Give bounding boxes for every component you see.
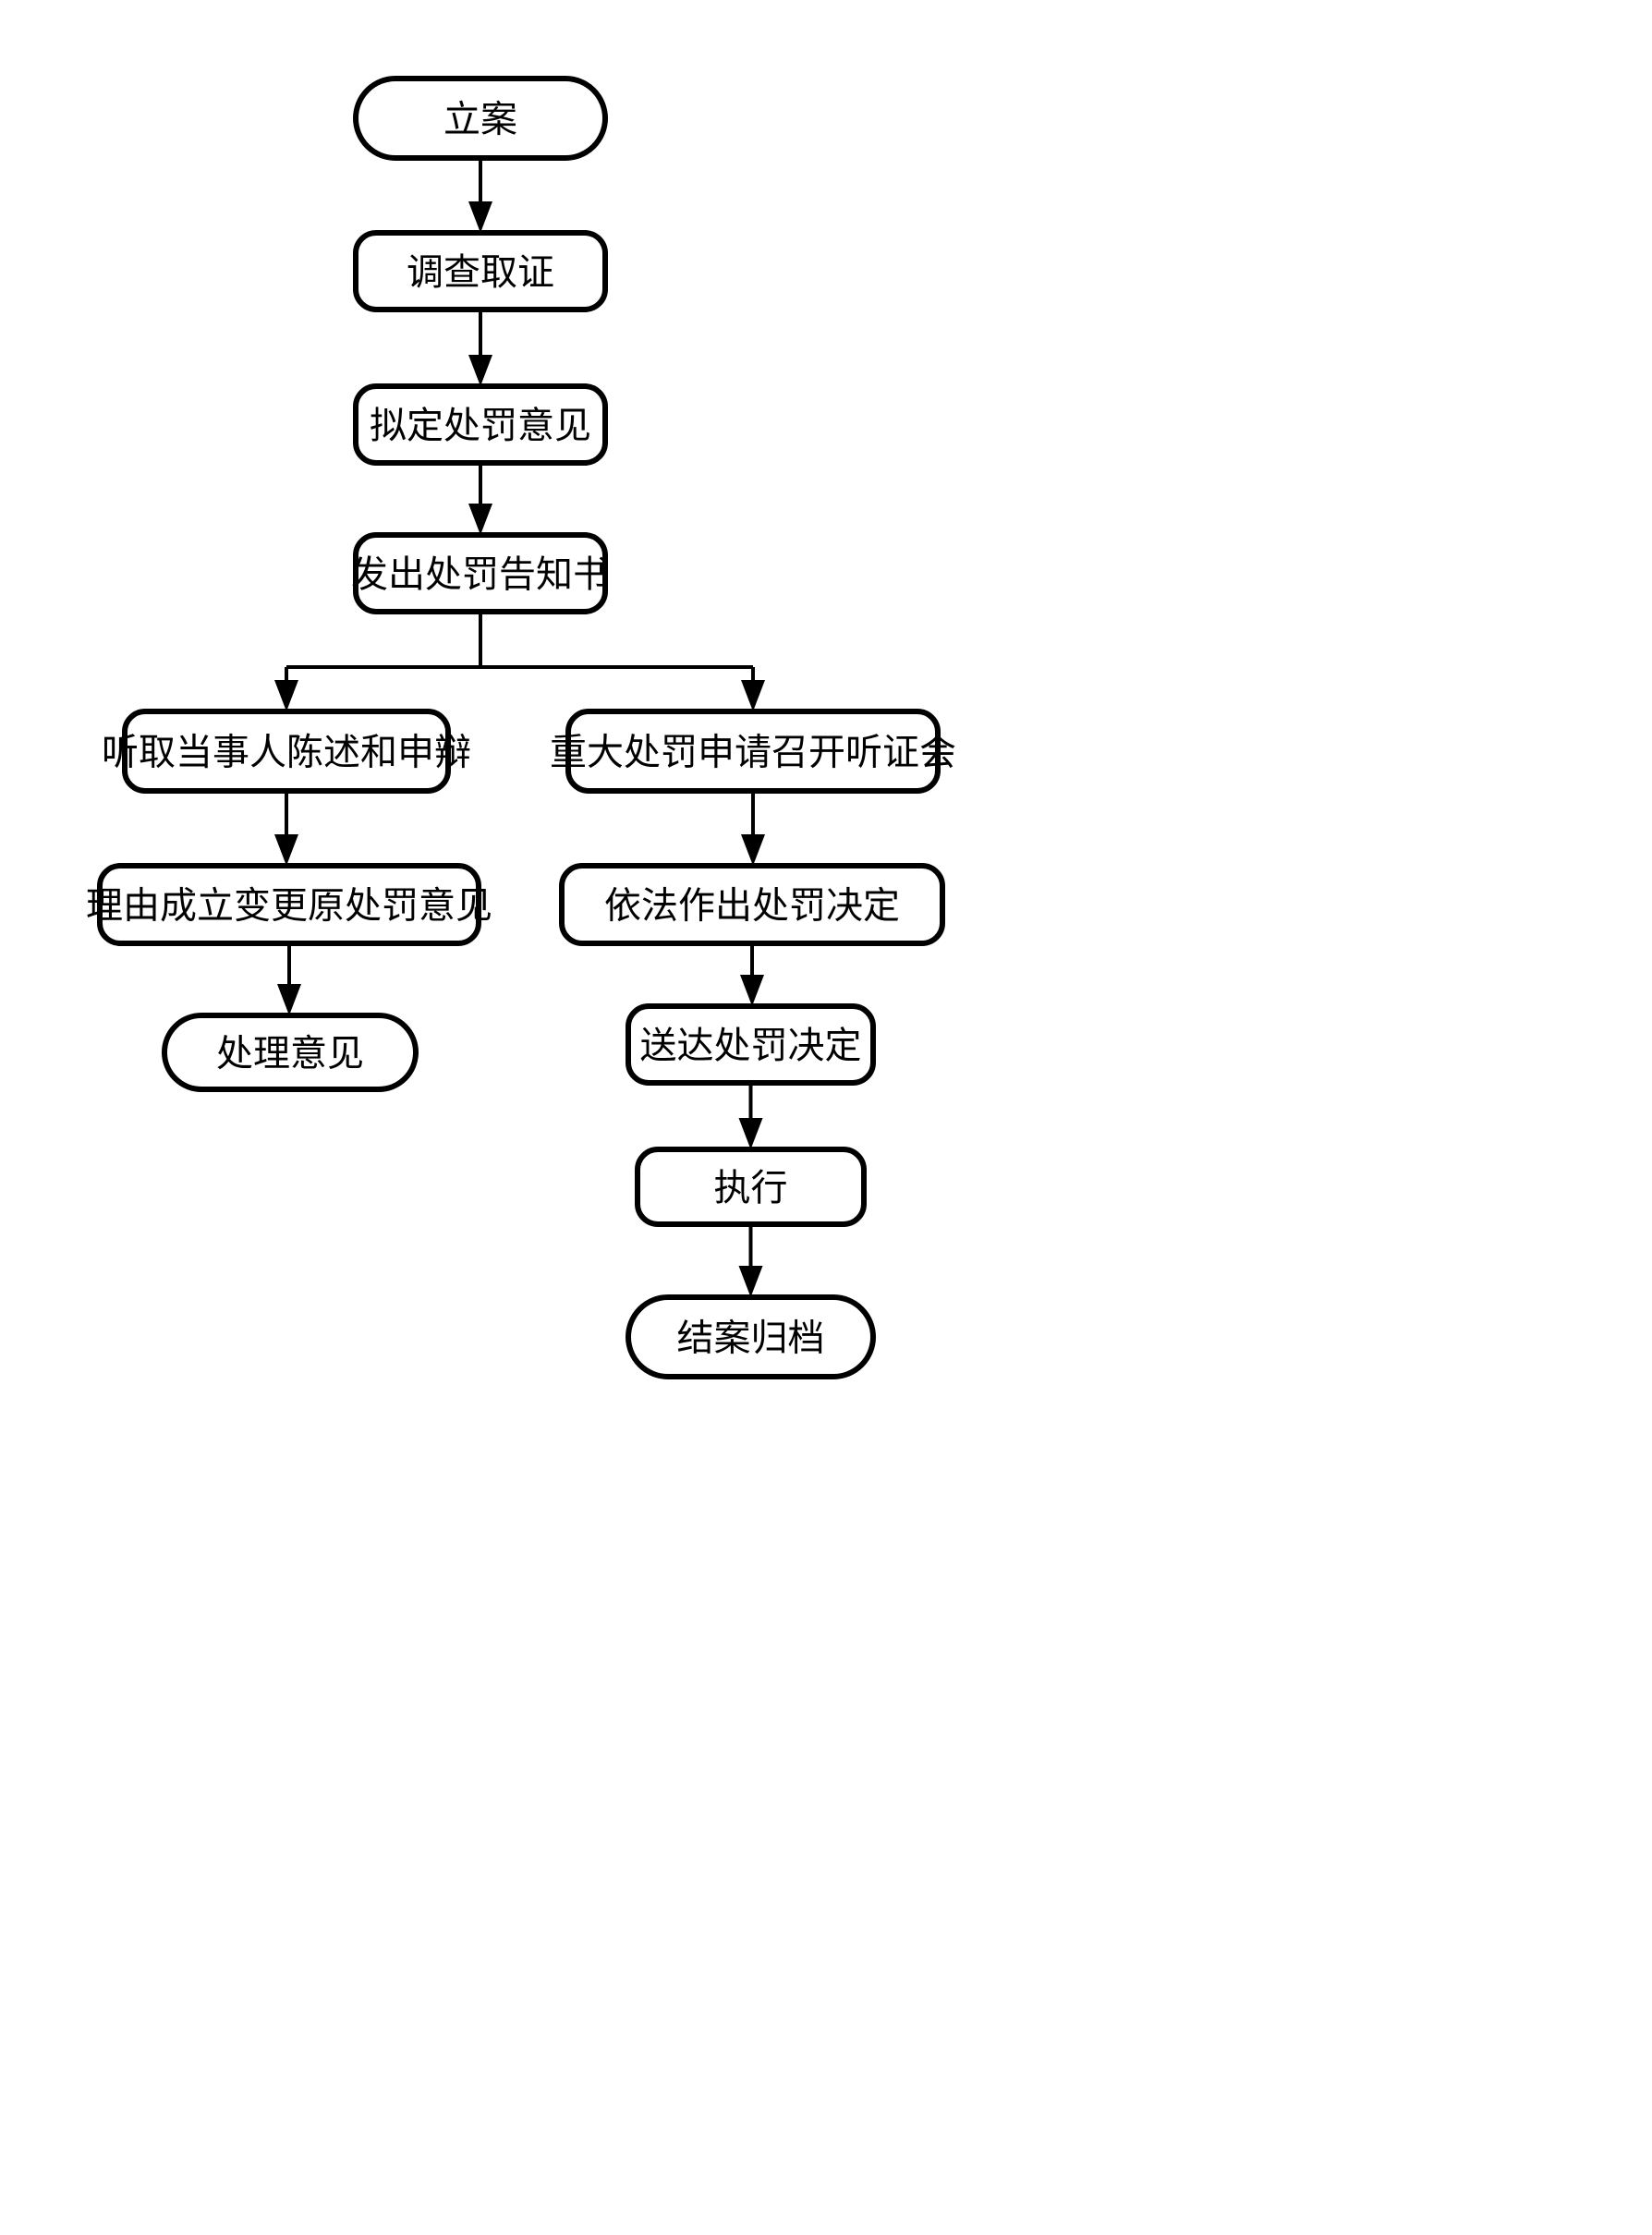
node-n6[interactable]: 重大处罚申请召开听证会 [550,709,956,794]
edge-n1-to-n2 [468,158,492,233]
node-label-n9: 处理意见 [216,1033,364,1075]
arrow-head [740,975,764,1006]
node-label-n7: 理由成立变更原处罚意见 [86,885,492,927]
node-label-n2: 调查取证 [407,251,554,293]
node-n9[interactable]: 处理意见 [162,1013,419,1092]
edge-n5-to-n7 [274,791,298,866]
node-shape-n12 [626,1294,876,1379]
arrow-head [274,680,298,711]
node-label-n8: 依法作出处罚决定 [604,885,900,927]
node-shape-n4 [353,532,608,614]
node-label-n1: 立案 [443,99,517,140]
node-shape-n8 [559,863,945,946]
node-label-n10: 送达处罚决定 [640,1025,862,1066]
arrow-head [468,504,492,535]
edge-n8-to-n10 [740,943,764,1006]
node-shape-n10 [626,1003,876,1086]
edge-n3-to-n4 [468,463,492,535]
node-n11[interactable]: 执行 [635,1147,867,1227]
node-shape-n5 [122,709,451,794]
edge-n2-to-n3 [468,310,492,386]
edge-n6-to-n8 [741,791,765,866]
node-label-n11: 执行 [714,1167,788,1209]
node-label-n5: 听取当事人陈述和申辩 [102,732,471,773]
node-n7[interactable]: 理由成立变更原处罚意见 [86,863,492,946]
edges-layer [274,158,765,1297]
node-label-n6: 重大处罚申请召开听证会 [550,732,956,773]
arrow-head [468,355,492,386]
arrow-head [738,1266,763,1297]
node-n5[interactable]: 听取当事人陈述和申辩 [102,709,471,794]
arrow-head [738,1118,763,1149]
arrow-head [277,984,301,1015]
edge-n7-to-n9 [277,943,301,1015]
edge-n4-to-n5 [274,612,482,711]
node-n1[interactable]: 立案 [353,76,608,161]
edge-n11-to-n12 [738,1224,763,1297]
edge-n10-to-n11 [738,1083,763,1149]
node-n12[interactable]: 结案归档 [626,1294,876,1379]
node-label-n3: 拟定处罚意见 [370,405,591,446]
node-n2[interactable]: 调查取证 [353,230,608,312]
node-shape-n1 [353,76,608,161]
arrow-head [741,680,765,711]
node-n3[interactable]: 拟定处罚意见 [353,383,608,466]
node-label-n12: 结案归档 [677,1318,825,1359]
node-shape-n11 [635,1147,867,1227]
arrow-head [468,201,492,233]
node-shape-n2 [353,230,608,312]
arrow-head [741,834,765,866]
arrow-head [274,834,298,866]
node-shape-n3 [353,383,608,466]
edge-n4-to-n6 [479,612,765,711]
node-n8[interactable]: 依法作出处罚决定 [559,863,945,946]
node-n4[interactable]: 发出处罚告知书 [351,532,610,614]
node-n10[interactable]: 送达处罚决定 [626,1003,876,1086]
node-shape-n6 [565,709,941,794]
node-shape-n7 [97,863,481,946]
node-shape-n9 [162,1013,419,1092]
node-label-n4: 发出处罚告知书 [351,553,610,595]
